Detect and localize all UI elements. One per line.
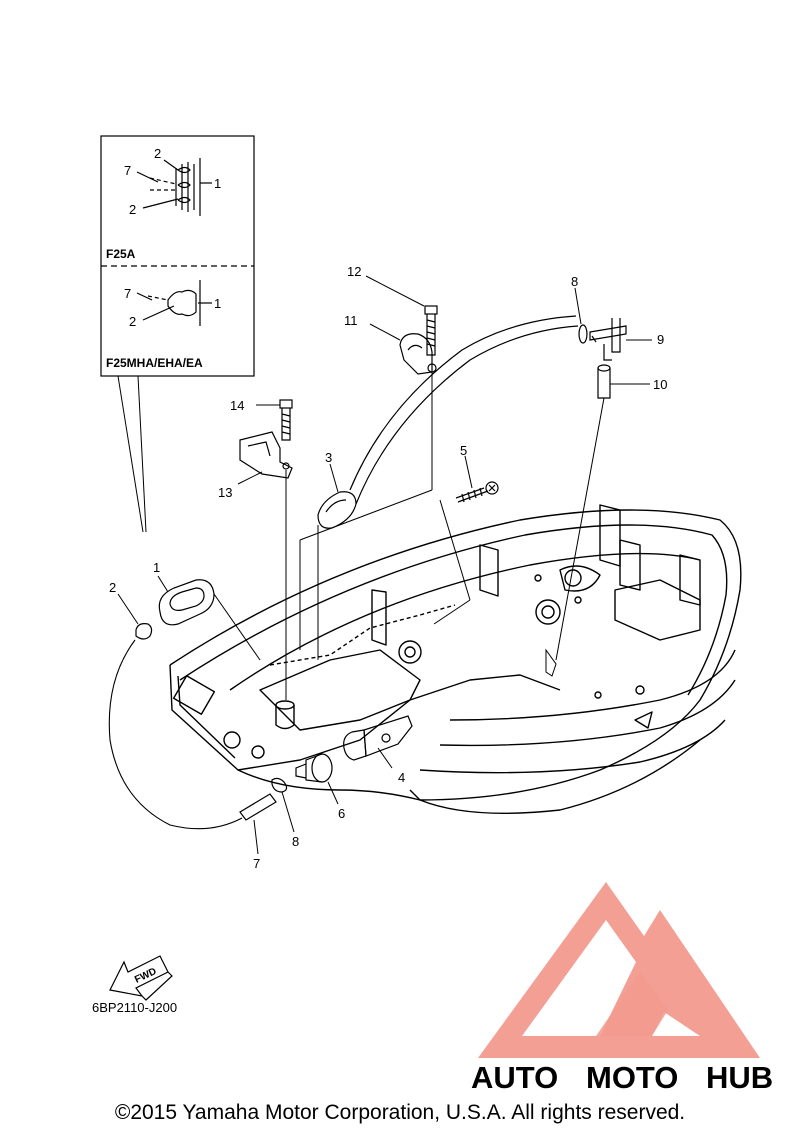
tube-10 <box>597 364 611 399</box>
inset-bottom-label-1: 1 <box>214 296 221 311</box>
assembly-lines <box>213 372 605 700</box>
watermark-auto: AUTO <box>471 1060 558 1095</box>
callout-14: 14 <box>230 398 244 413</box>
inset-top-grommet <box>149 158 201 216</box>
inset-top-title: F25A <box>106 247 136 261</box>
bolt-14 <box>279 399 293 441</box>
bracket-13 <box>239 431 293 479</box>
callout-4: 4 <box>398 770 405 785</box>
screw-5 <box>455 481 499 503</box>
hose-7 <box>239 793 277 821</box>
fwd-arrow-icon: FWD <box>109 955 173 1001</box>
hose-loop <box>108 639 243 830</box>
fitting-6 <box>295 753 333 783</box>
hose <box>349 315 579 505</box>
bottom-cowling <box>169 504 742 815</box>
inset-bottom-grommet <box>147 280 201 326</box>
t-joint-9 <box>589 318 627 361</box>
inset-box <box>100 135 255 377</box>
inset-bottom-label-2: 2 <box>129 314 136 329</box>
callout-11: 11 <box>344 313 358 328</box>
callout-6: 6 <box>338 806 345 821</box>
part-code: 6BP2110-J200 <box>92 1000 177 1015</box>
clamp-11 <box>399 333 437 375</box>
inset-pointer <box>117 375 147 533</box>
inset-top-label-2a: 2 <box>154 146 161 161</box>
callout-8-top: 8 <box>571 274 578 289</box>
inset-bottom-label-7: 7 <box>124 286 131 301</box>
clip-8-top <box>578 324 588 344</box>
callout-1: 1 <box>153 560 160 575</box>
inset-top-label-2b: 2 <box>129 202 136 217</box>
callout-13: 13 <box>218 485 232 500</box>
watermark-wordmark: AUTO MOTO HUB <box>471 1060 773 1095</box>
watermark-moto: MOTO <box>586 1060 678 1095</box>
inset-bottom-title: F25MHA/EHA/EA <box>106 356 203 370</box>
callout-10: 10 <box>653 377 667 392</box>
callout-leaders <box>117 275 652 855</box>
grommet-1 <box>158 579 215 626</box>
watermark-logo <box>478 882 760 1058</box>
callout-9: 9 <box>657 332 664 347</box>
callout-3: 3 <box>325 450 332 465</box>
callout-5: 5 <box>460 443 467 458</box>
grommet-3 <box>317 491 357 529</box>
callout-12: 12 <box>347 264 361 279</box>
callout-7: 7 <box>253 856 260 871</box>
inset-top-label-1: 1 <box>214 176 221 191</box>
clip-2 <box>135 623 153 640</box>
inset-top-label-7: 7 <box>124 163 131 178</box>
copyright-footer: ©2015 Yamaha Motor Corporation, U.S.A. A… <box>114 1101 686 1124</box>
bolt-12 <box>424 305 438 356</box>
callout-2: 2 <box>109 580 116 595</box>
clip-8-bottom <box>271 777 288 793</box>
nipple-4 <box>343 715 413 761</box>
watermark-hub: HUB <box>706 1060 773 1095</box>
callout-8-bottom: 8 <box>292 834 299 849</box>
